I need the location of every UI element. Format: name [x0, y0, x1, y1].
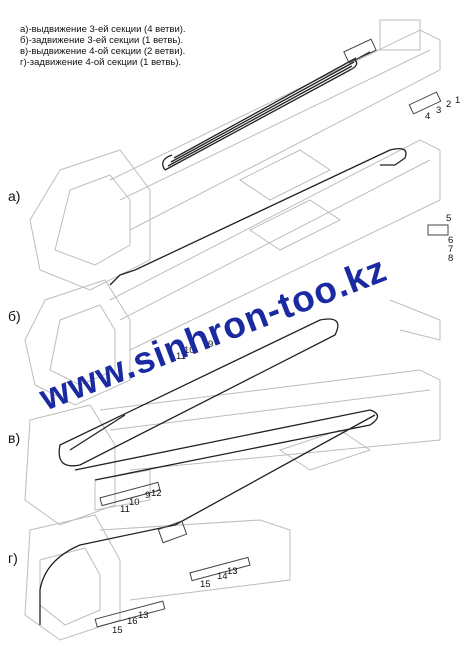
callout-15-d2: 15 — [112, 625, 123, 636]
callout-12: 12 — [151, 488, 162, 499]
legend-item-b: б)-задвижение 3-ей секции (1 ветвь). — [20, 35, 184, 46]
panel-label-c: в) — [8, 430, 21, 446]
callout-10-b: 10 — [184, 345, 195, 356]
callout-13-d2: 13 — [138, 610, 149, 621]
callout-7: 7 — [448, 244, 454, 255]
panel-label-a: а) — [8, 188, 21, 204]
callout-11-c: 11 — [120, 504, 130, 515]
panel-label-d: г) — [8, 550, 18, 566]
legend: а)-выдвижение 3-ей секции (4 ветви). б)-… — [20, 24, 186, 68]
callout-5: 5 — [446, 213, 452, 224]
callout-9-c: 9 — [145, 490, 151, 501]
callout-1: 1 — [455, 95, 461, 106]
legend-item-c: в)-выдвижение 4-ой секции (2 ветви). — [20, 46, 186, 57]
legend-item-a: а)-выдвижение 3-ей секции (4 ветви). — [20, 24, 186, 35]
callout-6: 6 — [448, 235, 454, 246]
callout-4: 4 — [425, 111, 431, 122]
callout-3: 3 — [436, 105, 442, 116]
callout-2: 2 — [446, 99, 452, 110]
legend-item-d: г)-задвижение 4-ой секции (1 ветвь). — [20, 57, 182, 68]
callout-13-d1: 13 — [227, 566, 238, 577]
callout-16: 16 — [127, 616, 138, 627]
callout-14: 14 — [217, 571, 228, 582]
callout-9-b: 9 — [208, 339, 214, 350]
callout-11-b: 11 — [176, 351, 186, 362]
callout-15-d1: 15 — [200, 579, 211, 590]
callout-10-c: 10 — [129, 497, 140, 508]
panel-label-b: б) — [8, 308, 21, 324]
callout-8: 8 — [448, 253, 454, 264]
